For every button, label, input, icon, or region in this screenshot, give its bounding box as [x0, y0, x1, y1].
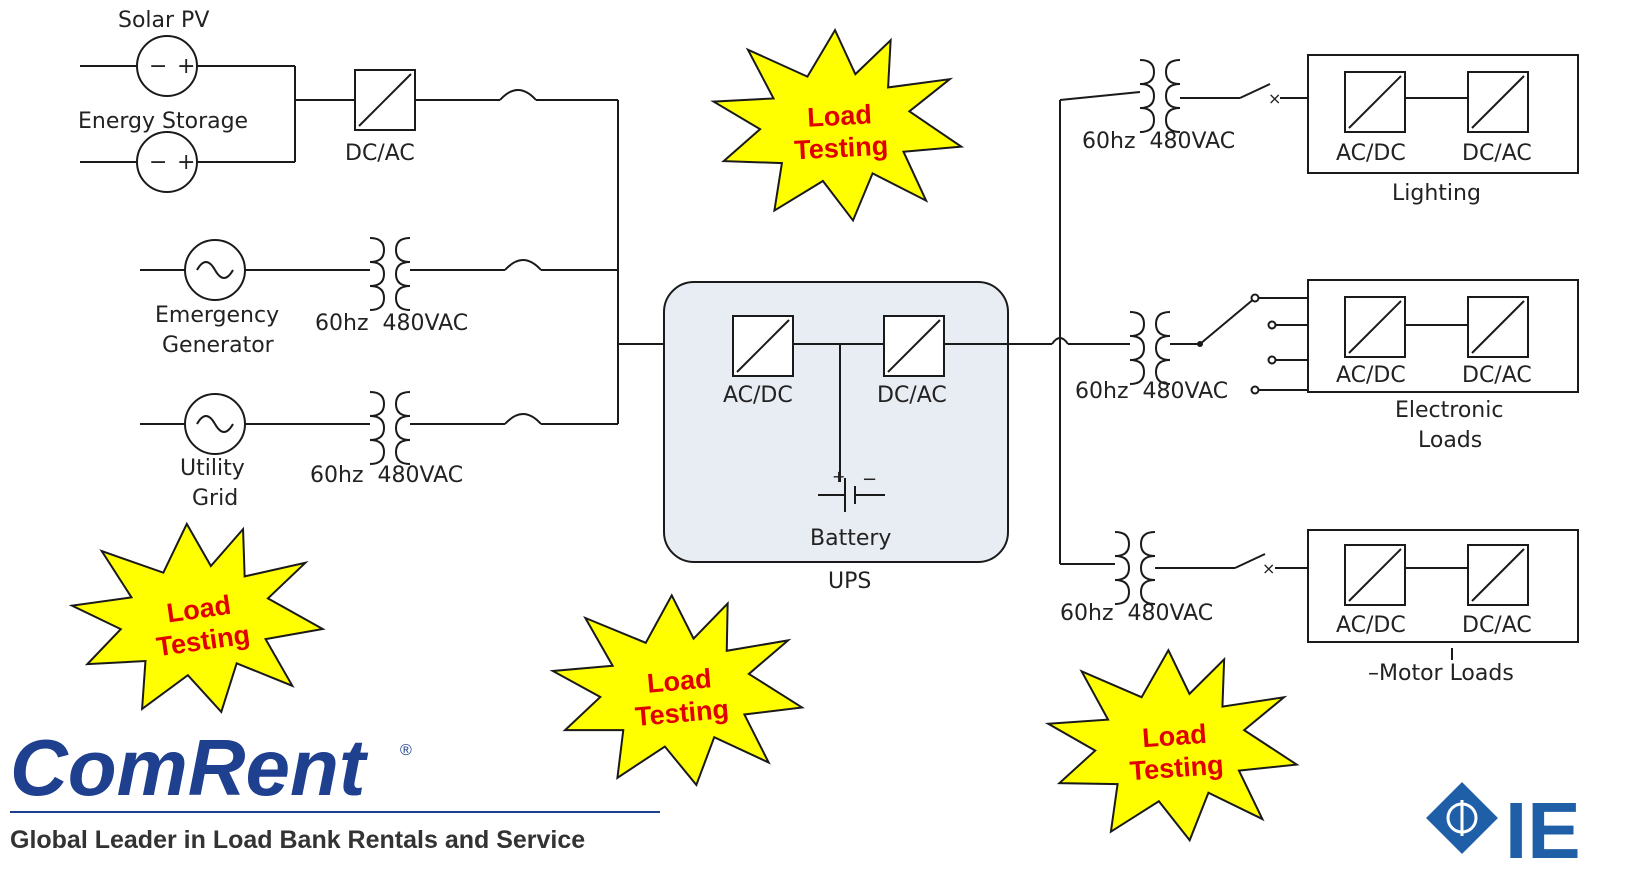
lighting-xfmr-label: 60hz 480VAC [1082, 129, 1235, 154]
generator-xfmr-label: 60hz 480VAC [315, 311, 468, 336]
svg-text:−: − [149, 54, 167, 79]
electronic-label-2: Loads [1418, 428, 1482, 453]
lighting-dcac: DC/AC [1462, 141, 1532, 166]
motor-xfmr-label: 60hz 480VAC [1060, 601, 1213, 626]
load-testing-burst-left: Load Testing [61, 506, 334, 732]
svg-text:Load: Load [646, 663, 713, 699]
svg-text:Testing: Testing [1129, 750, 1225, 786]
comrent-tagline: Global Leader in Load Bank Rentals and S… [10, 826, 585, 854]
generator-label-1: Emergency [155, 303, 279, 328]
source-dcac-label: DC/AC [345, 141, 415, 166]
load-testing-burst-right: Load Testing [1042, 640, 1303, 851]
solar-pv-source: − + Solar PV [80, 8, 295, 97]
motor-dcac: DC/AC [1462, 613, 1532, 638]
electronic-label-1: Electronic [1395, 398, 1503, 423]
svg-text:+: + [832, 467, 845, 486]
electronic-acdc: AC/DC [1336, 363, 1406, 388]
lighting-load: × 60hz 480VAC AC/DC DC/AC Lighting [1059, 54, 1579, 206]
energy-storage-label: Energy Storage [78, 109, 248, 134]
utility-grid-source: Utility Grid 60hz 480VAC [140, 391, 618, 511]
registered-mark: ® [400, 742, 412, 759]
lighting-label: Lighting [1392, 181, 1481, 206]
energy-storage-source: − + Energy Storage [78, 109, 295, 193]
svg-text:×: × [1268, 89, 1281, 108]
generator-label-2: Generator [162, 333, 275, 358]
grid-label-1: Utility [180, 456, 245, 481]
load-testing-burst-top: Load Testing [709, 22, 966, 229]
svg-text:−: − [149, 150, 167, 175]
svg-text:Testing: Testing [793, 131, 888, 166]
ups-dcac-label: DC/AC [877, 383, 947, 408]
electronic-xfmr-label: 60hz 480VAC [1075, 379, 1228, 404]
motor-load: × 60hz 480VAC AC/DC DC/AC –Motor Loads [1060, 529, 1579, 686]
ups-title: UPS [828, 569, 871, 594]
battery-icon: + − [818, 467, 885, 512]
svg-text:×: × [1262, 559, 1275, 578]
comrent-brand: ComRent [10, 723, 369, 812]
svg-text:Load: Load [807, 99, 873, 132]
motor-acdc: AC/DC [1336, 613, 1406, 638]
svg-text:+: + [177, 150, 195, 175]
grid-xfmr-label: 60hz 480VAC [310, 463, 463, 488]
ups-block: AC/DC DC/AC + − Battery [663, 281, 1009, 563]
electronic-dcac: DC/AC [1462, 363, 1532, 388]
ieee-logo: IE [1421, 777, 1581, 875]
emergency-generator-source: Emergency Generator 60hz 480VAC [140, 237, 618, 358]
svg-text:Load: Load [1141, 719, 1207, 753]
lighting-acdc: AC/DC [1336, 141, 1406, 166]
electronic-load: 60hz 480VAC AC/DC DC/AC Electronic Loads [1075, 279, 1579, 453]
ups-acdc-label: AC/DC [723, 383, 793, 408]
ieee-text: IE [1505, 786, 1581, 875]
battery-label: Battery [810, 526, 891, 551]
svg-text:+: + [177, 54, 195, 79]
comrent-logo: ComRent ® Global Leader in Load Bank Ren… [10, 723, 660, 854]
grid-label-2: Grid [192, 486, 238, 511]
load-testing-burst-middle: Load Testing [546, 583, 809, 798]
motor-label: –Motor Loads [1368, 661, 1514, 686]
svg-text:−: − [862, 469, 877, 490]
solar-pv-label: Solar PV [118, 8, 209, 33]
